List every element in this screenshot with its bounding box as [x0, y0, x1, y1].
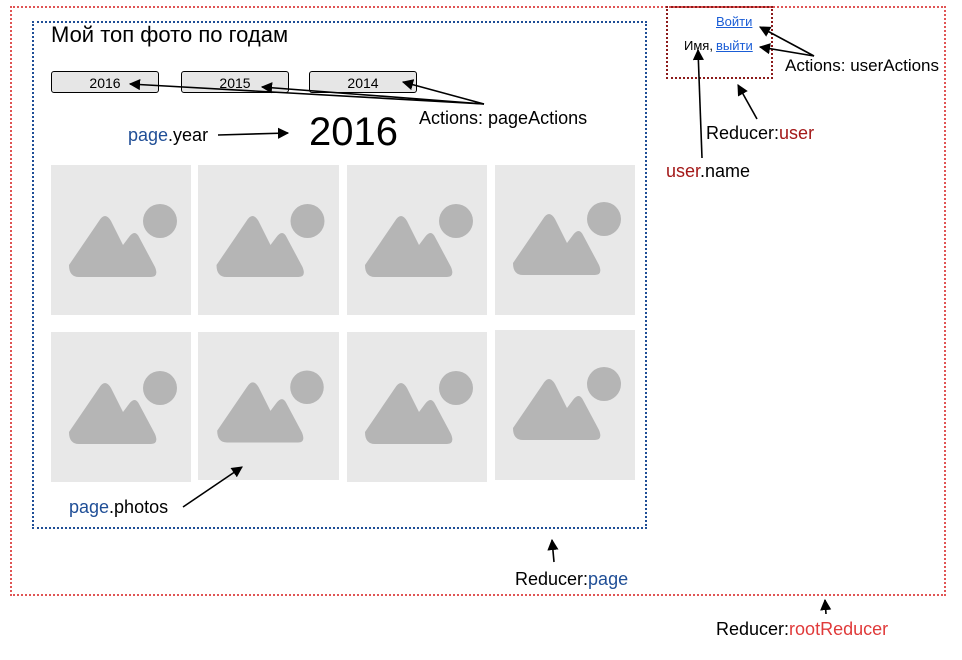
image-placeholder-icon [365, 371, 473, 444]
label-user-name: user.name [666, 161, 751, 181]
label-user-actions: Actions: userActions [785, 56, 940, 75]
image-placeholder-icon [69, 371, 177, 444]
image-placeholder-icon [216, 204, 325, 277]
image-placeholder-icon [513, 202, 621, 275]
photo-thumbnail[interactable] [347, 165, 487, 315]
image-placeholder-icon [69, 204, 177, 277]
year-button-2014[interactable]: 2014 [309, 71, 417, 93]
page-reducer-boundary [32, 21, 647, 529]
login-link[interactable]: Войти [716, 14, 753, 29]
photo-thumbnail[interactable] [51, 332, 191, 482]
label-reducer-root: Reducer:rootReducer [716, 619, 889, 639]
label-reducer-user: Reducer:user [706, 123, 815, 143]
label-page-photos: page.photos [69, 497, 169, 517]
year-button-2016[interactable]: 2016 [51, 71, 159, 93]
year-button-2015[interactable]: 2015 [181, 71, 289, 93]
image-placeholder-icon [217, 370, 324, 443]
logout-link[interactable]: выйти [716, 38, 753, 53]
image-placeholder-icon [365, 204, 473, 277]
user-name-text: Имя, [684, 38, 713, 53]
current-year: 2016 [309, 110, 398, 154]
label-reducer-page: Reducer:page [515, 569, 629, 589]
app-title: Мой топ фото по годам [51, 22, 289, 47]
photo-thumbnail[interactable] [495, 330, 635, 480]
photo-thumbnail[interactable] [495, 165, 635, 315]
photo-thumbnail[interactable] [198, 332, 339, 480]
photo-thumbnail[interactable] [51, 165, 191, 315]
root-reducer-boundary [10, 6, 946, 596]
photo-thumbnail[interactable] [347, 332, 487, 482]
label-page-actions: Actions: pageActions [419, 108, 588, 128]
label-page-year: page.year [128, 125, 209, 145]
arrow-reducer-root [820, 598, 832, 615]
photo-thumbnail[interactable] [198, 165, 339, 315]
image-placeholder-icon [513, 367, 621, 440]
